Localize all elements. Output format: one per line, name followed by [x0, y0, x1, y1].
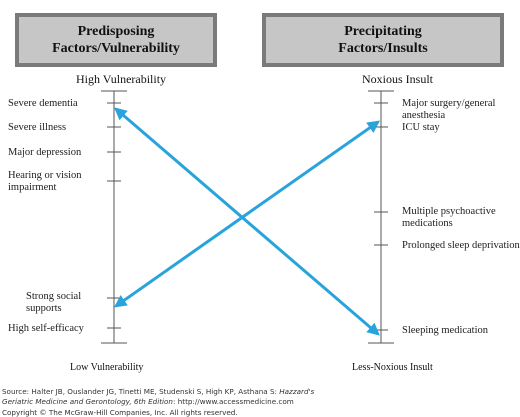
source-title-1: Hazzard's [279, 387, 315, 396]
precipitating-header-text: Precipitating Factors/Insults [265, 16, 501, 64]
source-citation-line1: Source: Halter JB, Ouslander JG, Tinetti… [2, 387, 314, 396]
delirium-model-diagram: Predisposing Factors/Vulnerability Preci… [8, 13, 520, 373]
label-icu-stay: ICU stay [402, 122, 440, 133]
precipitating-header-line2: Factors/Insults [338, 41, 428, 56]
label-prolonged-sleep: Prolonged sleep deprivation [402, 240, 520, 251]
copyright-line: Copyright © The McGraw-Hill Companies, I… [2, 408, 238, 417]
axes-and-arrows [101, 90, 394, 344]
predisposing-header-line2: Factors/Vulnerability [52, 41, 180, 56]
label-hearing-vision-1: Hearing or vision [8, 170, 82, 181]
noxious-insult-label: Noxious Insult [362, 72, 434, 86]
label-strong-social-2: supports [26, 303, 62, 314]
predisposing-header-text: Predisposing Factors/Vulnerability [18, 16, 214, 64]
label-major-depression: Major depression [8, 147, 82, 158]
source-prefix: Source: Halter JB, Ouslander JG, Tinetti… [2, 387, 280, 396]
label-multiple-psychoactive-1: Multiple psychoactive [402, 206, 496, 217]
low-vulnerability-label: Low Vulnerability [70, 362, 144, 373]
high-vulnerability-label: High Vulnerability [76, 72, 167, 86]
label-high-self-efficacy: High self-efficacy [8, 323, 84, 334]
precipitating-header-line1: Precipitating [344, 24, 422, 39]
label-strong-social-1: Strong social [26, 291, 82, 302]
label-major-surgery-1: Major surgery/general [402, 98, 496, 109]
label-sleeping-medication: Sleeping medication [402, 325, 489, 336]
arrow-social-supports-to-icu-stay [113, 120, 381, 308]
label-severe-dementia: Severe dementia [8, 98, 78, 109]
precipitating-header: Precipitating Factors/Insults [262, 13, 504, 67]
less-noxious-insult-label: Less-Noxious Insult [352, 362, 433, 373]
arrow-dementia-to-sleeping-medication [114, 107, 380, 336]
predisposing-header-line1: Predisposing [77, 24, 155, 39]
label-severe-illness: Severe illness [8, 122, 67, 133]
source-url: : http://www.accessmedicine.com [173, 397, 294, 406]
label-major-surgery-2: anesthesia [402, 110, 446, 121]
label-hearing-vision-2: impairment [8, 182, 57, 193]
predisposing-header: Predisposing Factors/Vulnerability [15, 13, 217, 67]
source-title-2: Geriatric Medicine and Gerontology, 6th … [2, 397, 173, 406]
source-citation-line2: Geriatric Medicine and Gerontology, 6th … [2, 397, 294, 406]
label-multiple-psychoactive-2: medications [402, 218, 453, 229]
